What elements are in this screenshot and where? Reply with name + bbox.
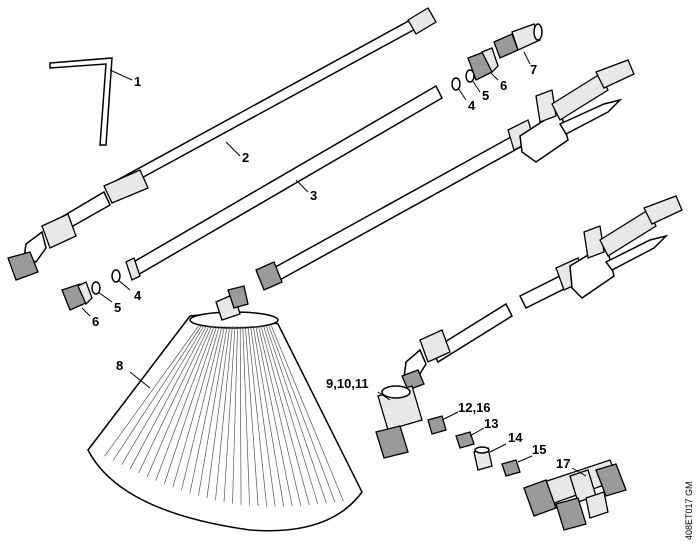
part-17-t-connector [523, 459, 627, 531]
label-part-14: 14 [508, 430, 523, 445]
leader-1 [109, 69, 133, 81]
part-4-o-ring-top [451, 77, 461, 91]
leader-8 [129, 371, 151, 389]
hatch-line [112, 325, 202, 461]
leader-12 [441, 411, 459, 421]
label-part-15: 15 [532, 442, 546, 457]
leader-15 [517, 455, 533, 463]
handle-assembly-top [255, 59, 635, 291]
hatch-line [268, 325, 336, 503]
hatch-line [242, 325, 250, 506]
label-part-17: 17 [556, 456, 570, 471]
leader-5b [97, 291, 113, 303]
part-9-nozzle-body [375, 385, 423, 459]
hatch-line [223, 325, 236, 503]
leader-14 [489, 443, 507, 453]
hatch-line [198, 325, 228, 496]
spray-shield-hatching [104, 325, 344, 507]
leader-4a [457, 87, 467, 101]
hatch-line [252, 325, 285, 507]
hatch-line [245, 325, 259, 507]
hatch-line [271, 325, 344, 502]
hatch-line [180, 325, 223, 491]
drawing-code: 408ET017 GM [684, 481, 694, 540]
hatch-line [206, 325, 231, 499]
leader-4b [117, 279, 131, 291]
leader-7 [523, 51, 531, 65]
hatch-line [172, 325, 220, 488]
part-13-nozzle-insert [455, 431, 475, 449]
label-part-4-bottom: 4 [134, 288, 142, 303]
leader-6b [81, 307, 91, 317]
hatch-line [250, 325, 276, 507]
hatch-line [138, 325, 210, 474]
part-8-spray-shield [87, 285, 363, 532]
leader-6a [489, 71, 499, 81]
label-part-8: 8 [116, 358, 123, 373]
hatch-line [239, 325, 242, 505]
part-3-tube [125, 84, 443, 281]
part-2-extension-wand [7, 7, 437, 281]
part-7-adapter [493, 23, 543, 59]
hatch-line [258, 325, 302, 506]
hatch-line [263, 325, 319, 505]
label-part-5-top: 5 [482, 88, 489, 103]
hatch-line [215, 325, 233, 501]
label-part-6-top: 6 [500, 78, 507, 93]
hatch-line [260, 325, 310, 506]
label-part-4-top: 4 [468, 98, 476, 113]
hatch-line [155, 325, 215, 481]
hatch-line [255, 325, 293, 507]
label-part-7: 7 [530, 62, 537, 77]
leader-3 [295, 179, 309, 193]
hatch-line [247, 325, 268, 507]
label-part-5-bottom: 5 [114, 300, 121, 315]
part-12-nozzle-tip [427, 415, 447, 435]
part-15-seal [501, 459, 521, 477]
label-part-9-10-11: 9,10,11 [326, 376, 369, 391]
hatch-line [129, 325, 207, 470]
label-part-13: 13 [484, 416, 498, 431]
label-part-1: 1 [134, 74, 141, 89]
leader-9 [377, 391, 391, 401]
hatch-line [146, 325, 212, 478]
leader-5a [471, 79, 481, 93]
part-5-washer-bottom [91, 281, 101, 295]
leader-17 [571, 467, 587, 477]
part-6-union-nut-bottom [61, 281, 93, 311]
hatch-line [265, 325, 327, 504]
label-part-12-16: 12,16 [458, 400, 491, 415]
hatch-line [163, 325, 218, 485]
part-4-o-ring-bottom [111, 269, 121, 283]
part-14-filter [473, 446, 493, 471]
label-part-6-bottom: 6 [92, 314, 99, 329]
handle-assembly-bottom [401, 195, 683, 391]
hatch-line [232, 325, 238, 504]
leader-13 [469, 427, 485, 437]
label-part-2: 2 [242, 150, 249, 165]
part-6-union-nut-top [467, 47, 499, 81]
leader-2 [225, 141, 241, 157]
label-part-3: 3 [310, 188, 317, 203]
hatch-line [189, 325, 225, 494]
part-1-hex-key [49, 57, 113, 146]
hatch-line [121, 325, 205, 466]
hatch-line [104, 325, 199, 457]
